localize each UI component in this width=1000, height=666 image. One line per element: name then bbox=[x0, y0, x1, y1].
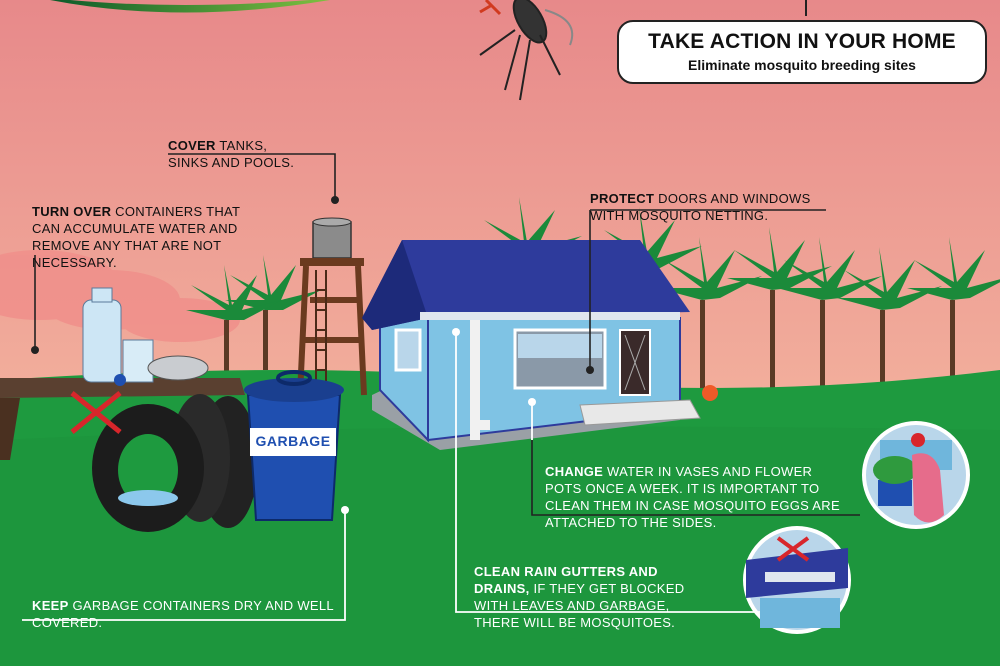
garbage-bin bbox=[244, 370, 344, 521]
take-action-box: TAKE ACTION IN YOUR HOME Eliminate mosqu… bbox=[617, 20, 987, 84]
tip-turn-over-bold: TURN OVER bbox=[32, 204, 112, 219]
tip-keep-text: GARBAGE CONTAINERS DRY AND WELL COVERED. bbox=[32, 598, 334, 630]
tip-gutters-bold: CLEAN RAIN GUTTERS AND DRAINS, bbox=[474, 564, 658, 596]
tip-change-text: WATER IN VASES AND FLOWER POTS ONCE A WE… bbox=[545, 464, 840, 530]
tip-cover-bold: COVER bbox=[168, 138, 216, 153]
callout-lines-white bbox=[22, 332, 760, 621]
house bbox=[362, 240, 718, 450]
tip-keep: KEEP GARBAGE CONTAINERS DRY AND WELL COV… bbox=[32, 580, 334, 631]
tip-cover: COVER TANKS, SINKS AND POOLS. bbox=[168, 120, 294, 171]
tip-change-bold: CHANGE bbox=[545, 464, 604, 479]
page-title: TAKE ACTION IN YOUR HOME bbox=[648, 30, 956, 53]
mosquito bbox=[479, 0, 574, 101]
cross-mark bbox=[70, 391, 122, 434]
callout-lines bbox=[34, 153, 860, 516]
page-subtitle: Eliminate mosquito breeding sites bbox=[688, 57, 916, 73]
tires bbox=[92, 394, 258, 532]
vase-inset bbox=[862, 421, 970, 529]
tip-protect-bold: PROTECT bbox=[590, 191, 655, 206]
tip-protect-text: DOORS AND WINDOWS WITH MOSQUITO NETTING. bbox=[590, 191, 811, 223]
tip-turn-over-text: CONTAINERS THAT CAN ACCUMULATE WATER AND… bbox=[32, 204, 241, 270]
garbage-label: GARBAGE bbox=[255, 433, 331, 449]
tip-protect: PROTECT DOORS AND WINDOWS WITH MOSQUITO … bbox=[590, 173, 811, 224]
tip-turn-over: TURN OVER CONTAINERS THAT CAN ACCUMULATE… bbox=[32, 186, 240, 271]
bottles bbox=[82, 287, 209, 386]
tip-keep-bold: KEEP bbox=[32, 598, 69, 613]
tip-gutters: CLEAN RAIN GUTTERS AND DRAINS, IF THEY G… bbox=[474, 546, 684, 631]
tip-gutters-text: IF THEY GET BLOCKED WITH LEAVES AND GARB… bbox=[474, 581, 685, 630]
callout-dots bbox=[31, 196, 594, 514]
water-tower bbox=[297, 217, 367, 396]
top-arc bbox=[50, 0, 330, 13]
tip-cover-text: TANKS, SINKS AND POOLS. bbox=[168, 138, 295, 170]
tip-change: CHANGE WATER IN VASES AND FLOWER POTS ON… bbox=[545, 446, 840, 531]
table bbox=[0, 378, 245, 460]
gutter-inset bbox=[743, 526, 851, 634]
